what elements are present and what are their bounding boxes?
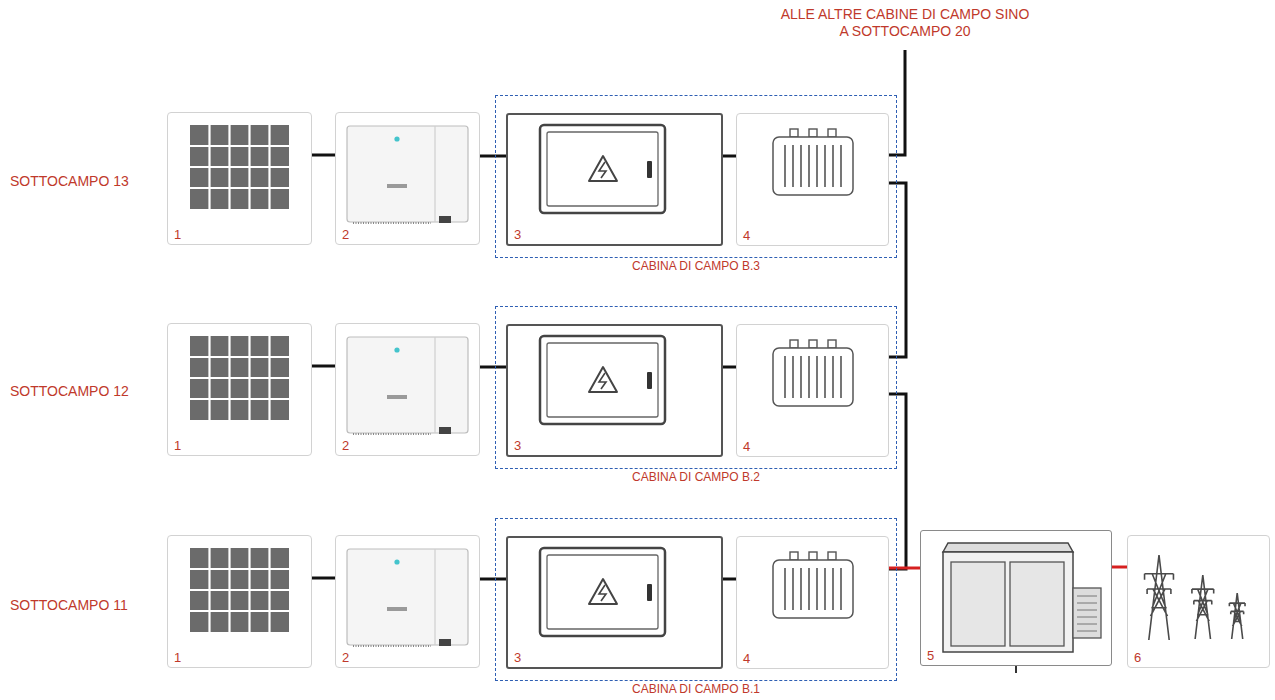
callout-number: 4 [743, 651, 750, 667]
cable [480, 155, 506, 158]
inverter-box: 2 [335, 323, 480, 456]
callout-number: 3 [514, 650, 521, 666]
substation-icon [943, 543, 1101, 673]
callout-number: 1 [174, 227, 181, 243]
callout-number: 2 [342, 227, 349, 243]
switchboard-icons [540, 125, 665, 636]
callout-number: 2 [342, 650, 349, 666]
callout-number: 2 [342, 438, 349, 454]
cable [889, 394, 906, 569]
substation-box: 5 [920, 530, 1112, 666]
grid-box: 6 [1127, 535, 1270, 668]
solar-panel-box: 1 [167, 112, 312, 245]
field-cabin: CABINA DI CAMPO B.334 [495, 95, 897, 258]
solar-panel-box: 1 [167, 535, 312, 668]
subfield-label: SOTTOCAMPO 13 [10, 173, 129, 190]
inverter-icons [347, 126, 468, 646]
cabin-caption: CABINA DI CAMPO B.2 [496, 470, 896, 485]
inverter-box: 2 [335, 535, 480, 668]
switchboard-box: 3 [506, 113, 723, 246]
switchboard-box: 3 [506, 536, 723, 669]
destination-note: ALLE ALTRE CABINE DI CAMPO SINO A SOTTOC… [780, 6, 1030, 40]
callout-number: 5 [927, 648, 934, 664]
transformer-box: 4 [736, 536, 889, 669]
cable [889, 183, 906, 357]
cable [480, 366, 506, 369]
callout-number: 1 [174, 438, 181, 454]
cable [723, 366, 736, 369]
callout-number: 3 [514, 438, 521, 454]
callout-number: 6 [1134, 650, 1141, 666]
cabin-caption: CABINA DI CAMPO B.3 [496, 259, 896, 274]
cable [723, 578, 736, 581]
callout-number: 4 [743, 439, 750, 455]
pylon-icons [1145, 555, 1245, 640]
transformer-icons [773, 129, 853, 618]
solar-panel-box: 1 [167, 323, 312, 456]
cable [480, 578, 506, 581]
solar-panel-icons [190, 125, 289, 632]
cabin-caption: CABINA DI CAMPO B.1 [496, 682, 896, 697]
mv-cable [1112, 566, 1127, 569]
callout-number: 1 [174, 650, 181, 666]
inverter-box: 2 [335, 112, 480, 245]
cable [312, 577, 335, 580]
transformer-box: 4 [736, 113, 889, 246]
cable [723, 155, 736, 158]
switchboard-box: 3 [506, 324, 723, 457]
subfield-label: SOTTOCAMPO 11 [10, 597, 128, 614]
field-cabin: CABINA DI CAMPO B.234 [495, 306, 897, 469]
subfield-label: SOTTOCAMPO 12 [10, 383, 129, 400]
field-cabin: CABINA DI CAMPO B.134 [495, 518, 897, 681]
callout-number: 4 [743, 228, 750, 244]
mv-cable [889, 567, 920, 570]
callout-number: 3 [514, 227, 521, 243]
cable [312, 365, 335, 368]
transformer-box: 4 [736, 324, 889, 457]
cable [312, 154, 335, 157]
